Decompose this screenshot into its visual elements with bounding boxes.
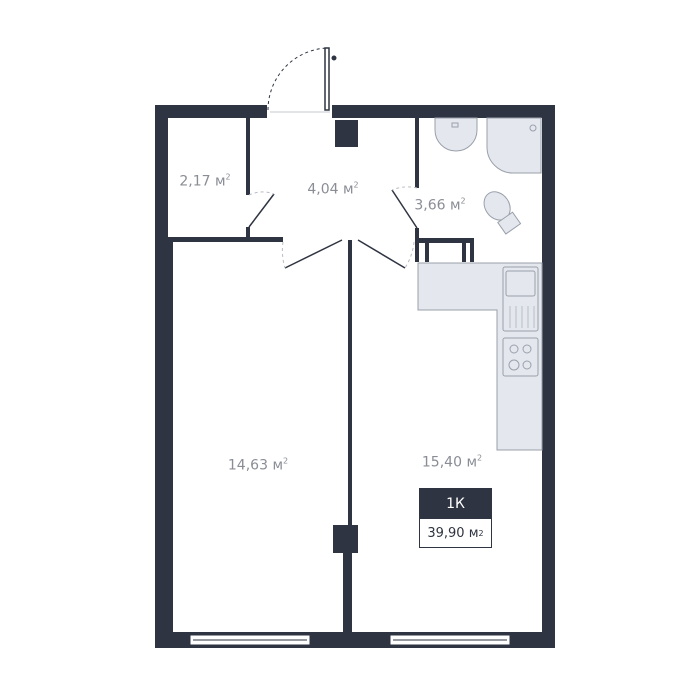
hob-icon (502, 337, 539, 377)
apartment-type: 1К (420, 489, 491, 519)
area-bedroom: 14,63 м2 (227, 456, 289, 474)
entrance-door (267, 47, 337, 113)
entry-column (335, 120, 358, 147)
shower-tray-icon (486, 117, 542, 174)
bath-wall-lower (415, 228, 419, 262)
partition-lower (343, 553, 352, 633)
bath-wall-upper (415, 118, 419, 188)
bedroom-top-wall (168, 237, 283, 242)
interior-doors (248, 186, 418, 269)
right-wall (542, 105, 555, 648)
center-partition (348, 240, 352, 530)
top-wall-right (332, 105, 555, 118)
area-storage: 2,17 м2 (179, 172, 231, 190)
area-bathroom: 3,66 м2 (414, 196, 466, 214)
kitchen-counter (417, 262, 543, 451)
top-wall-left (155, 105, 267, 118)
bathroom-fixtures (434, 117, 542, 235)
partition-column (333, 525, 358, 553)
storage-wall-upper (246, 118, 250, 195)
left-wall-lower (155, 238, 173, 648)
windows (189, 634, 511, 646)
area-hallway: 4,04 м2 (307, 180, 359, 198)
toilet-icon (483, 191, 522, 235)
sink-icon (434, 117, 478, 152)
storage-wall-lower (246, 227, 250, 240)
bath-bottom-wall (415, 238, 473, 243)
area-kitchen-living: 15,40 м2 (421, 453, 483, 471)
